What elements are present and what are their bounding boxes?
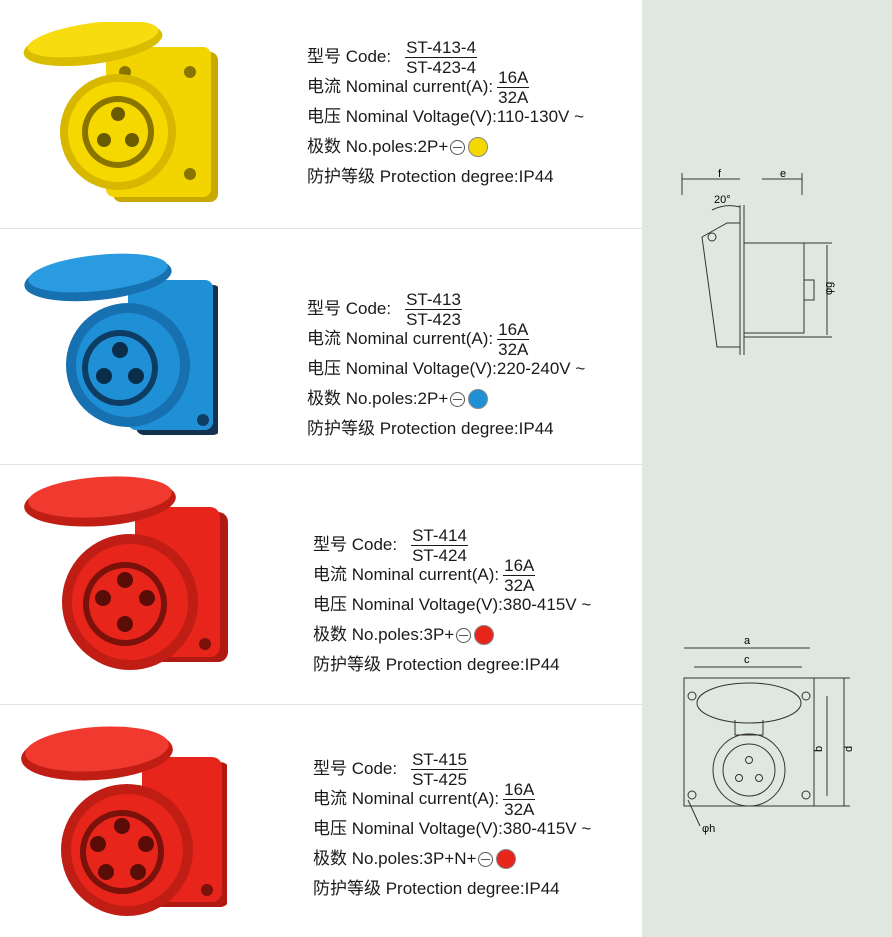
earth-icon xyxy=(456,627,472,643)
socket-photo-blue xyxy=(24,253,218,435)
label-g: φg xyxy=(823,282,835,295)
protection: 防护等级 Protection degree:IP44 xyxy=(313,879,560,898)
protection: 防护等级 Protection degree:IP44 xyxy=(307,167,554,186)
poles-label: 极数 No.poles:3P+N+ xyxy=(313,849,477,868)
code-bottom: ST-423-4 xyxy=(406,57,477,77)
poles-label: 极数 No.poles:2P+ xyxy=(307,389,449,408)
code-label: 型号 Code: xyxy=(313,759,398,778)
earth-icon xyxy=(450,139,466,155)
earth-icon xyxy=(450,391,466,407)
code-top: ST-415 xyxy=(411,749,468,770)
code-top: ST-413-4 xyxy=(405,37,478,58)
voltage: 电压 Nominal Voltage(V):220-240V ~ xyxy=(307,359,586,378)
separator xyxy=(0,464,642,465)
socket-photo-yellow xyxy=(23,22,218,202)
code-bottom: ST-423 xyxy=(406,309,461,329)
label-a: a xyxy=(744,635,751,647)
label-f: f xyxy=(718,168,722,180)
socket-photo-red-4pin xyxy=(24,476,228,670)
code-label: 型号 Code: xyxy=(307,299,392,318)
socket-photo-red-5pin xyxy=(21,726,227,916)
current-label: 电流 Nominal current(A): xyxy=(307,77,494,96)
label-e: e xyxy=(780,168,786,180)
dimension-panel: f e 20° φg a c b d φh xyxy=(642,0,892,937)
code-label: 型号 Code: xyxy=(313,535,398,554)
current-top: 16A xyxy=(503,555,536,576)
code-bottom: ST-424 xyxy=(412,545,467,565)
separator xyxy=(0,704,642,705)
code-bottom: ST-425 xyxy=(412,769,467,789)
code-label: 型号 Code: xyxy=(307,47,392,66)
current-bottom: 32A xyxy=(504,575,535,595)
protection: 防护等级 Protection degree:IP44 xyxy=(313,655,560,674)
label-angle: 20° xyxy=(714,194,731,206)
current-bottom: 32A xyxy=(498,339,529,359)
current-label: 电流 Nominal current(A): xyxy=(313,565,500,584)
current-top: 16A xyxy=(497,319,530,340)
current-label: 电流 Nominal current(A): xyxy=(307,329,494,348)
label-b: b xyxy=(813,746,825,752)
front-view-diagram: a c b d φh xyxy=(683,635,855,835)
earth-icon xyxy=(478,851,494,867)
pin-config-icon xyxy=(468,137,489,157)
code-top: ST-413 xyxy=(405,289,462,310)
pin-config-icon xyxy=(468,389,489,409)
voltage: 电压 Nominal Voltage(V):380-415V ~ xyxy=(313,819,592,838)
label-d: d xyxy=(843,746,855,752)
label-h: φh xyxy=(702,823,715,835)
voltage: 电压 Nominal Voltage(V):110-130V ~ xyxy=(307,107,585,126)
label-c: c xyxy=(744,654,750,666)
pin-config-icon xyxy=(474,625,495,645)
current-bottom: 32A xyxy=(504,799,535,819)
current-top: 16A xyxy=(497,67,530,88)
code-top: ST-414 xyxy=(411,525,468,546)
voltage: 电压 Nominal Voltage(V):380-415V ~ xyxy=(313,595,592,614)
poles-label: 极数 No.poles:3P+ xyxy=(313,625,455,644)
current-label: 电流 Nominal current(A): xyxy=(313,789,500,808)
current-bottom: 32A xyxy=(498,87,529,107)
separator xyxy=(0,228,642,229)
pin-config-icon xyxy=(496,849,517,869)
poles-label: 极数 No.poles:2P+ xyxy=(307,137,449,156)
protection: 防护等级 Protection degree:IP44 xyxy=(307,419,554,438)
current-top: 16A xyxy=(503,779,536,800)
side-view-diagram: f e 20° φg xyxy=(681,168,835,355)
